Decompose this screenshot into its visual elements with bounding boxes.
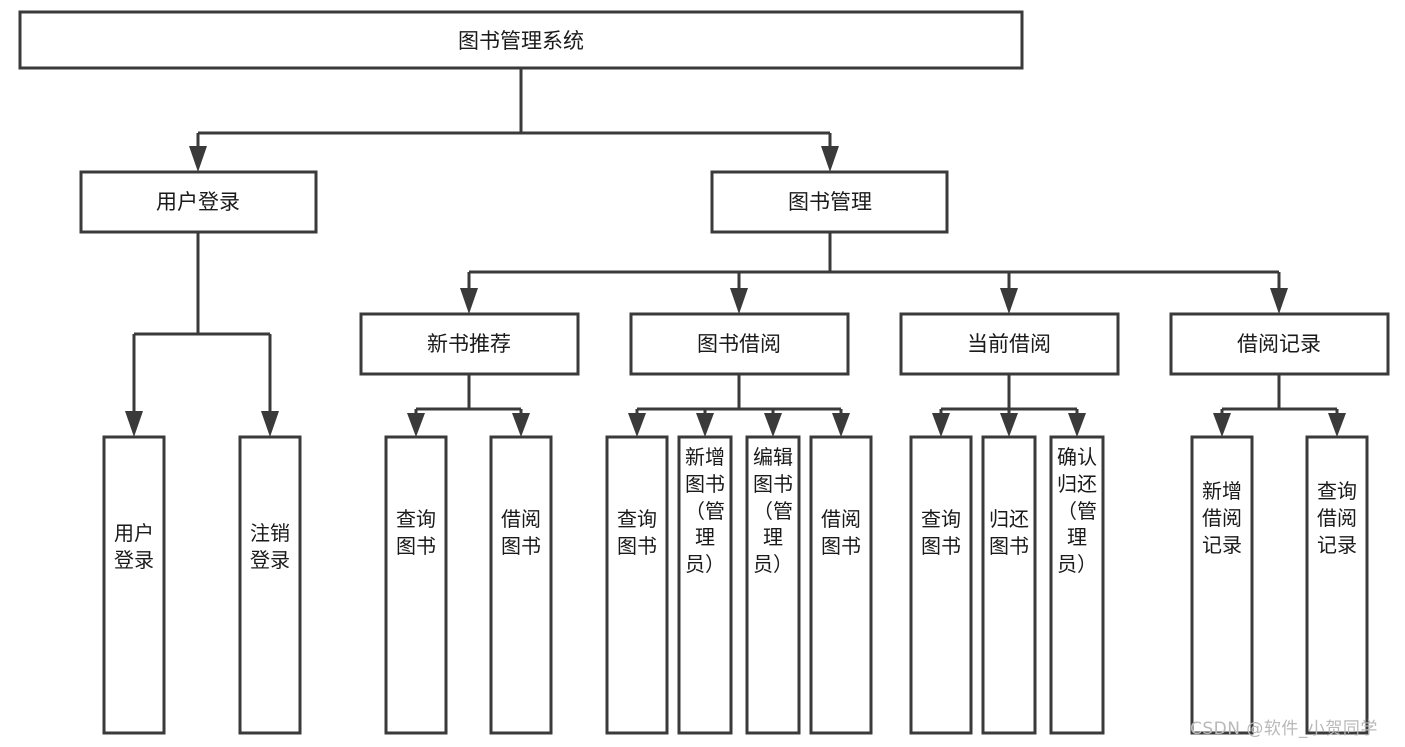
leaf-label-book-borrow-4: 借阅图书	[821, 507, 861, 558]
arrowhead-leaf-new-book-1	[407, 413, 425, 437]
connector-group-book-mgmt	[460, 232, 1288, 314]
leaf-box-book-borrow-1[interactable]	[605, 435, 669, 735]
leaf-boxes-user-login	[102, 435, 302, 735]
node-box-borrow-record[interactable]	[1169, 312, 1390, 376]
arrowhead-l2-new-book	[460, 288, 478, 314]
arrowhead-leaf-book-borrow-3	[764, 413, 782, 437]
leaf-boxes-book-borrow	[605, 435, 873, 735]
leaf-label-book-borrow-1: 查询图书	[617, 507, 657, 558]
arrowhead-l2-borrow-record	[1270, 288, 1288, 314]
leaf-box-borrow-record-1[interactable]	[1190, 435, 1254, 735]
arrowhead-l2-current-borrow	[1000, 288, 1018, 314]
node-box-user-login[interactable]	[79, 170, 318, 234]
arrowhead-leaf-current-borrow-2	[1000, 413, 1018, 437]
arrowhead-user-login	[189, 146, 207, 172]
leaf-label-borrow-record-2: 查询借阅记录	[1317, 479, 1357, 557]
node-box-new-book-recommend[interactable]	[359, 312, 580, 376]
leaf-box-current-borrow-3[interactable]	[1049, 435, 1105, 735]
connector-group-user-login	[125, 232, 279, 437]
leaf-box-book-borrow-3[interactable]	[745, 435, 801, 735]
connector-group-borrow-record	[1213, 374, 1346, 437]
node-book-management[interactable]: 图书管理	[710, 170, 949, 234]
node-label-book-management: 图书管理	[788, 190, 872, 214]
node-new-book-recommend[interactable]: 新书推荐	[359, 312, 580, 376]
node-user-login[interactable]: 用户登录	[79, 170, 318, 234]
arrowhead-leaf-book-borrow-4	[832, 413, 850, 437]
leaf-label-current-borrow-3: 确认归还（管理员）	[1057, 445, 1097, 577]
node-label-book-borrow: 图书借阅	[697, 332, 781, 356]
node-root-book-management-system[interactable]: 图书管理系统	[18, 10, 1024, 70]
leaf-box-borrow-record-2[interactable]	[1305, 435, 1369, 735]
node-label-borrow-record: 借阅记录	[1237, 332, 1321, 356]
connector-group-current-borrow	[932, 374, 1086, 437]
leaf-label-book-borrow-2: 新增图书（管理员）	[685, 445, 725, 577]
csdn-watermark: CSDN @软件_小贺同学	[1190, 719, 1378, 739]
leaf-box-book-borrow-4[interactable]	[809, 435, 873, 735]
leaf-boxes-new-book-recommend	[384, 435, 553, 735]
arrowhead-leaf-book-borrow-2	[696, 413, 714, 437]
connector-group-new-book	[407, 374, 530, 437]
node-borrow-record[interactable]: 借阅记录	[1169, 312, 1390, 376]
leaf-boxes-current-borrow	[909, 435, 1105, 735]
arrowhead-leaf-borrow-record-2	[1328, 413, 1346, 437]
leaf-box-current-borrow-1[interactable]	[909, 435, 973, 735]
leaf-box-user-login-1[interactable]	[102, 435, 166, 735]
leaf-label-current-borrow-2: 归还图书	[989, 507, 1029, 558]
arrowhead-leaf-user-login-1	[125, 411, 143, 437]
node-current-borrow[interactable]: 当前借阅	[899, 312, 1120, 376]
node-box-book-management[interactable]	[710, 170, 949, 234]
node-box-root[interactable]	[18, 10, 1024, 70]
leaf-box-current-borrow-2[interactable]	[981, 435, 1037, 735]
leaf-label-book-borrow-3: 编辑图书（管理员）	[753, 445, 793, 577]
arrowhead-l2-book-borrow	[730, 288, 748, 314]
arrowhead-leaf-user-login-2	[261, 411, 279, 437]
leaf-box-new-book-1[interactable]	[384, 435, 448, 735]
arrowhead-leaf-borrow-record-1	[1213, 413, 1231, 437]
node-label-root: 图书管理系统	[458, 29, 584, 53]
arrowhead-leaf-book-borrow-1	[628, 413, 646, 437]
node-book-borrow[interactable]: 图书借阅	[629, 312, 850, 376]
leaf-box-new-book-2[interactable]	[489, 435, 553, 735]
leaf-boxes-borrow-record	[1190, 435, 1369, 735]
node-label-new-book-recommend: 新书推荐	[427, 332, 511, 356]
leaf-label-current-borrow-1: 查询图书	[921, 507, 961, 558]
node-box-current-borrow[interactable]	[899, 312, 1120, 376]
leaf-label-new-book-1: 查询图书	[396, 507, 436, 558]
connector-group-book-borrow	[628, 374, 850, 437]
arrowhead-book-mgmt	[821, 146, 839, 172]
arrowhead-leaf-current-borrow-1	[932, 413, 950, 437]
leaf-label-user-login-2: 注销登录	[250, 521, 290, 572]
leaf-box-user-login-2[interactable]	[238, 435, 302, 735]
arrowhead-leaf-new-book-2	[512, 413, 530, 437]
node-box-book-borrow[interactable]	[629, 312, 850, 376]
leaf-label-user-login-1: 用户登录	[114, 521, 154, 572]
connector-group-root	[189, 68, 839, 172]
leaf-label-new-book-2: 借阅图书	[501, 507, 541, 558]
leaf-label-borrow-record-1: 新增借阅记录	[1202, 479, 1242, 557]
leaf-box-book-borrow-2[interactable]	[677, 435, 733, 735]
arrowhead-leaf-current-borrow-3	[1068, 413, 1086, 437]
node-label-current-borrow: 当前借阅	[967, 332, 1051, 356]
node-label-user-login: 用户登录	[156, 190, 240, 214]
